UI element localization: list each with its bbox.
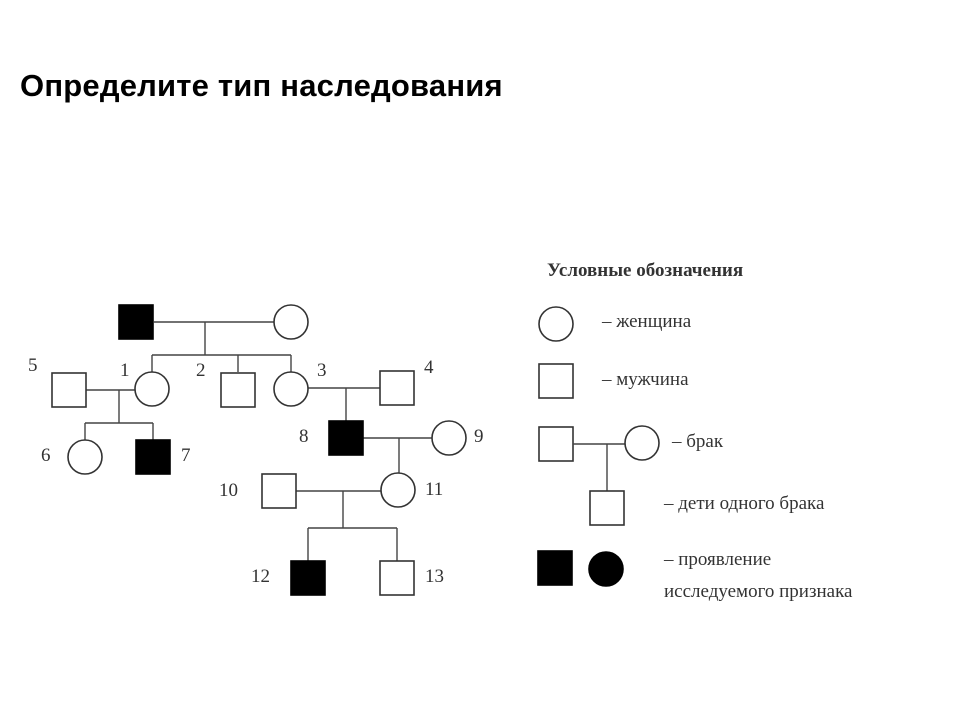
- legend-male-symbol: [538, 363, 574, 399]
- grandmother-female: [273, 304, 309, 340]
- grandfather-affected-male: [118, 304, 154, 340]
- legend-trait-text-line1: – проявление: [663, 549, 771, 570]
- label-12: 12: [251, 566, 270, 587]
- person-5-male: [51, 372, 87, 408]
- person-9-female: [431, 420, 467, 456]
- pedigree-individuals: [51, 304, 467, 596]
- label-3: 3: [317, 360, 327, 381]
- legend: Условные обозначения – женщина – мужчина…: [537, 260, 853, 602]
- person-13-male: [379, 560, 415, 596]
- person-3-female: [273, 371, 309, 407]
- legend-female-symbol: [538, 306, 574, 342]
- person-4-male: [379, 370, 415, 406]
- person-1-female: [134, 371, 170, 407]
- person-2-male: [220, 372, 256, 408]
- label-6: 6: [41, 445, 51, 466]
- person-7-affected-male: [135, 439, 171, 475]
- legend-marriage-male-symbol: [538, 426, 574, 462]
- label-5: 5: [28, 355, 38, 376]
- legend-trait-text-line2: исследуемого признака: [664, 581, 853, 602]
- person-12-affected-male: [290, 560, 326, 596]
- label-2: 2: [196, 360, 206, 381]
- legend-heading: Условные обозначения: [547, 260, 743, 281]
- legend-children-text: – дети одного брака: [663, 493, 825, 514]
- label-7: 7: [181, 445, 191, 466]
- legend-marriage-female-symbol: [624, 425, 660, 461]
- label-8: 8: [299, 426, 309, 447]
- person-8-affected-male: [328, 420, 364, 456]
- person-11-female: [380, 472, 416, 508]
- pedigree-labels: 1 2 3 4 5 6 7 8 9 10 11 12 13: [28, 355, 484, 587]
- pedigree-lines: [84, 321, 432, 561]
- legend-woman-text: – женщина: [601, 311, 692, 332]
- legend-marriage-text: – брак: [671, 431, 724, 452]
- legend-man-text: – мужчина: [601, 369, 689, 390]
- label-4: 4: [424, 357, 434, 378]
- legend-affected-female-symbol: [588, 551, 624, 587]
- label-11: 11: [425, 479, 443, 500]
- legend-child-symbol: [589, 490, 625, 526]
- label-1: 1: [120, 360, 130, 381]
- person-6-female: [67, 439, 103, 475]
- label-10: 10: [219, 480, 238, 501]
- legend-affected-male-symbol: [537, 550, 573, 586]
- person-10-male: [261, 473, 297, 509]
- label-9: 9: [474, 426, 484, 447]
- page-title: Определите тип наследования: [20, 68, 503, 103]
- label-13: 13: [425, 566, 444, 587]
